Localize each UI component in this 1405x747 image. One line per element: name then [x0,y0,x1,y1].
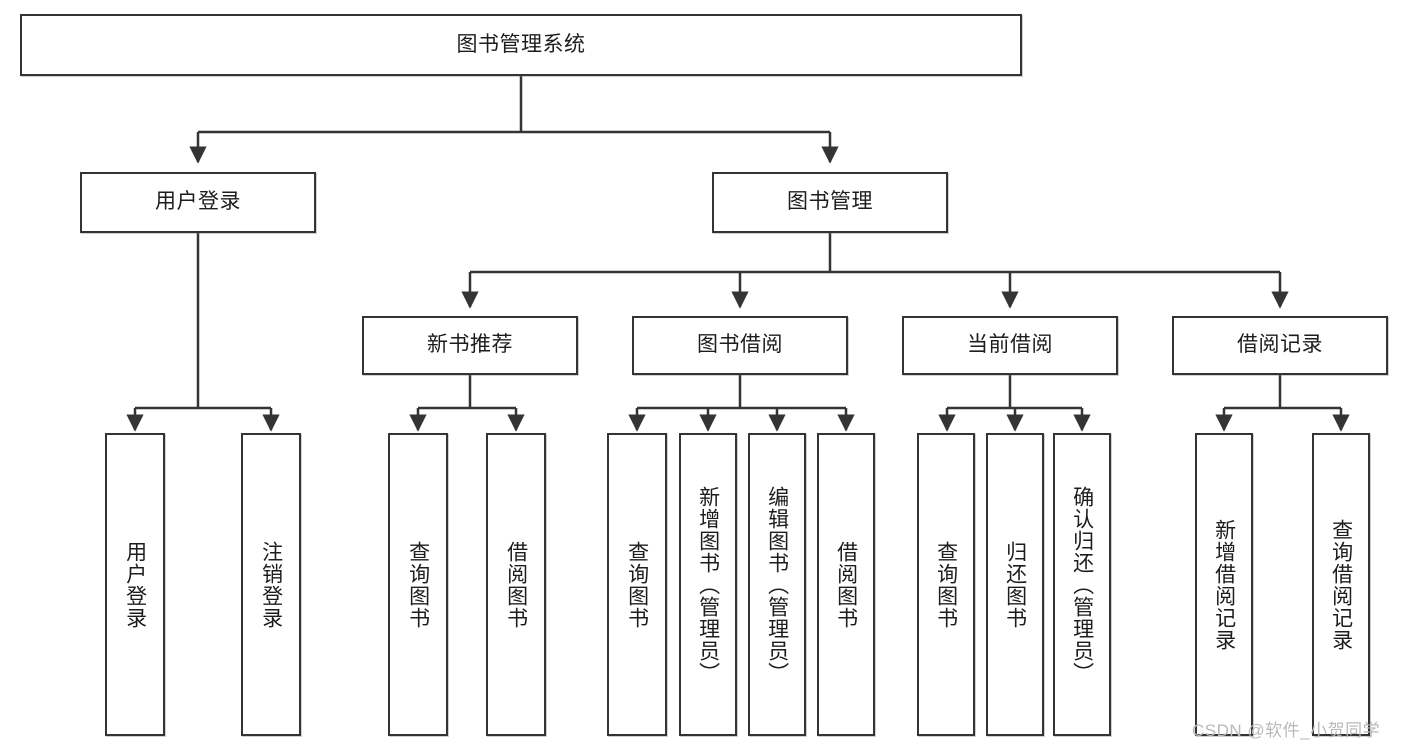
leaf-edit-book-label: 编辑图书（管理员） [765,485,789,684]
leaf-return-book[interactable]: 归还图书 [986,433,1044,736]
leaf-add-record[interactable]: 新增借阅记录 [1195,433,1253,736]
node-current-borrow[interactable]: 当前借阅 [902,316,1118,375]
leaf-query-record-label: 查询借阅记录 [1329,518,1353,651]
leaf-return-book-label: 归还图书 [1003,540,1027,629]
leaf-query-book-2-label: 查询图书 [625,540,649,629]
node-borrow-record[interactable]: 借阅记录 [1172,316,1388,375]
leaf-user-login-label: 用户登录 [123,540,147,629]
node-user-login-label: 用户登录 [155,190,241,214]
leaf-query-record[interactable]: 查询借阅记录 [1312,433,1370,736]
leaf-borrow-book-2[interactable]: 借阅图书 [817,433,875,736]
leaf-query-book-3[interactable]: 查询图书 [917,433,975,736]
leaf-confirm-return[interactable]: 确认归还（管理员） [1053,433,1111,736]
leaf-borrow-book-1[interactable]: 借阅图书 [486,433,546,736]
node-borrow-record-label: 借阅记录 [1237,333,1323,357]
node-user-login[interactable]: 用户登录 [80,172,316,233]
leaf-query-book-2[interactable]: 查询图书 [607,433,667,736]
node-book-borrow[interactable]: 图书借阅 [632,316,848,375]
leaf-confirm-return-label: 确认归还（管理员） [1070,485,1094,684]
leaf-query-book-1[interactable]: 查询图书 [388,433,448,736]
node-root-label: 图书管理系统 [456,32,586,56]
leaf-query-book-1-label: 查询图书 [406,540,430,629]
leaf-edit-book[interactable]: 编辑图书（管理员） [748,433,806,736]
leaf-add-record-label: 新增借阅记录 [1212,518,1236,651]
leaf-logout-label: 注销登录 [259,540,283,629]
leaf-user-login[interactable]: 用户登录 [105,433,165,736]
leaf-add-book[interactable]: 新增图书（管理员） [679,433,737,736]
node-current-borrow-label: 当前借阅 [967,333,1053,357]
node-book-manage-label: 图书管理 [787,190,873,214]
node-book-borrow-label: 图书借阅 [697,333,783,357]
leaf-query-book-3-label: 查询图书 [934,540,958,629]
leaf-borrow-book-2-label: 借阅图书 [834,540,858,629]
csdn-watermark: CSDN @软件_小贺同学 [1192,721,1381,740]
node-new-book-recommend[interactable]: 新书推荐 [362,316,578,375]
leaf-add-book-label: 新增图书（管理员） [696,485,720,684]
node-new-book-recommend-label: 新书推荐 [427,333,513,357]
leaf-logout[interactable]: 注销登录 [241,433,301,736]
node-book-manage[interactable]: 图书管理 [712,172,948,233]
node-root[interactable]: 图书管理系统 [20,14,1022,76]
leaf-borrow-book-1-label: 借阅图书 [504,540,528,629]
